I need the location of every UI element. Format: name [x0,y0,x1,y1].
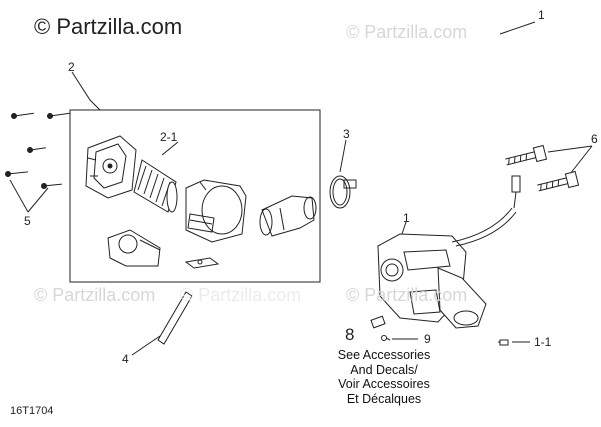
callout-1-top: 1 [538,8,545,22]
leader-5a [9,179,29,213]
callout-2: 2 [68,60,75,74]
leader-4 [131,335,161,356]
bolt-lower [537,170,580,192]
note-line: Voir Accessoires [338,377,430,391]
diagram-code: 16T1704 [10,405,54,417]
callout-6: 6 [591,132,598,146]
callout-9: 9 [424,332,431,346]
watermark-main: © Partzilla.com [34,14,183,39]
leader-6b [569,145,593,175]
callout-1-1: 1-1 [534,335,552,349]
callout-4: 4 [122,352,129,366]
screw-group [5,112,70,189]
note-line: And Decals/ [350,362,418,377]
watermark-faded: © Partzilla.com [180,285,302,305]
callout-8: 8 [345,325,355,344]
sensor-part-8 [370,315,386,329]
throttle-body [377,175,521,329]
accessories-note: See Accessories And Decals/ Voir Accesso… [318,348,450,406]
callout-5: 5 [24,214,31,228]
watermark-faded: © Partzilla.com [346,22,468,42]
hose-clamp [329,175,357,209]
leader-3 [339,139,347,173]
callout-1-throttle: 1 [403,211,410,225]
watermark-faded: © Partzilla.com [34,285,156,305]
intake-boot [259,195,317,237]
clip-part-1-1 [498,339,509,346]
hose [157,291,193,345]
watermark-faded: © Partzilla.com [346,285,468,305]
sediment-cup [107,229,161,267]
air-filter-element [133,159,178,213]
leader-6a [547,145,593,153]
note-line: Et Décalques [346,391,422,406]
air-box-housing [185,179,247,243]
leader-2 [71,71,101,111]
screw-part-9 [381,335,391,341]
note-line: See Accessories [337,348,431,362]
leader-5b [27,187,49,213]
bolt-upper [505,144,548,166]
airbox-cover [85,135,137,199]
leader-2-1 [161,141,179,156]
callout-3: 3 [343,127,350,141]
air-intake-assembly-box [69,109,321,283]
leader-1-top [499,21,536,35]
small-clamp [184,257,220,269]
callout-2-1: 2-1 [160,130,178,144]
